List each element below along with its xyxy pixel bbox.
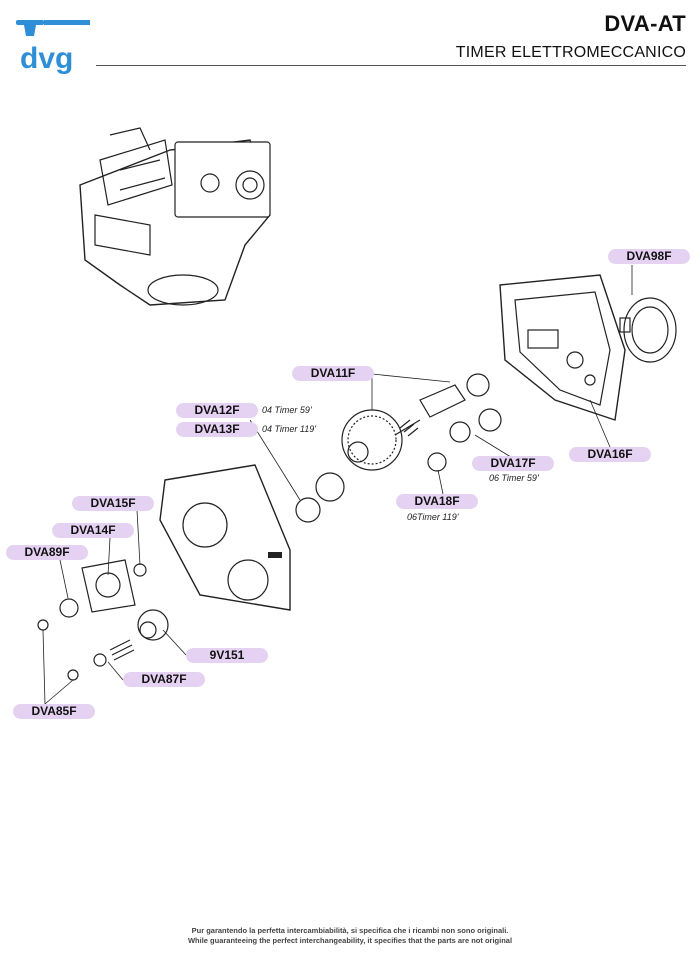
part-tag-dva98f: DVA98F bbox=[608, 249, 690, 264]
part-note-dva13f: 04 Timer 119' bbox=[262, 424, 316, 434]
assembled-valve-drawing bbox=[79, 127, 271, 306]
motor-drawing bbox=[619, 297, 677, 363]
page-title: DVA-AT bbox=[604, 11, 686, 36]
part-tag-dva17f: DVA17F bbox=[472, 456, 554, 471]
dvg-logo: dvg bbox=[16, 20, 90, 75]
knob-parts-drawing bbox=[37, 559, 169, 681]
footer-disclaimer-en: While guaranteeing the perfect interchan… bbox=[187, 936, 513, 945]
part-note-dva18f: 06Timer 119' bbox=[407, 512, 459, 522]
part-tag-dva87f: DVA87F bbox=[123, 672, 205, 687]
part-tag-9v151: 9V151 bbox=[186, 648, 268, 663]
part-tag-dva89f: DVA89F bbox=[6, 545, 88, 560]
part-tag-dva85f: DVA85F bbox=[13, 704, 95, 719]
page-subtitle: TIMER ELETTROMECCANICO bbox=[455, 44, 686, 61]
part-tag-dva16f: DVA16F bbox=[569, 447, 651, 462]
part-tag-dva12f: DVA12F bbox=[176, 403, 258, 418]
part-tag-dva11f: DVA11F bbox=[292, 366, 374, 381]
logo-text: dvg bbox=[20, 42, 73, 75]
footer-disclaimer-it: Pur garantendo la perfetta intercambiabi… bbox=[191, 926, 509, 935]
part-note-dva12f: 04 Timer 59' bbox=[262, 405, 312, 415]
leader-lines bbox=[42, 265, 633, 705]
part-tag-dva14f: DVA14F bbox=[52, 523, 134, 538]
part-note-dva17f: 06 Timer 59' bbox=[489, 473, 539, 483]
timer-cover-drawing bbox=[159, 464, 291, 611]
timer-housing-drawing bbox=[499, 274, 626, 421]
header-divider bbox=[96, 65, 686, 66]
part-tag-dva18f: DVA18F bbox=[396, 494, 478, 509]
part-tag-dva15f: DVA15F bbox=[72, 496, 154, 511]
part-tag-dva13f: DVA13F bbox=[176, 422, 258, 437]
